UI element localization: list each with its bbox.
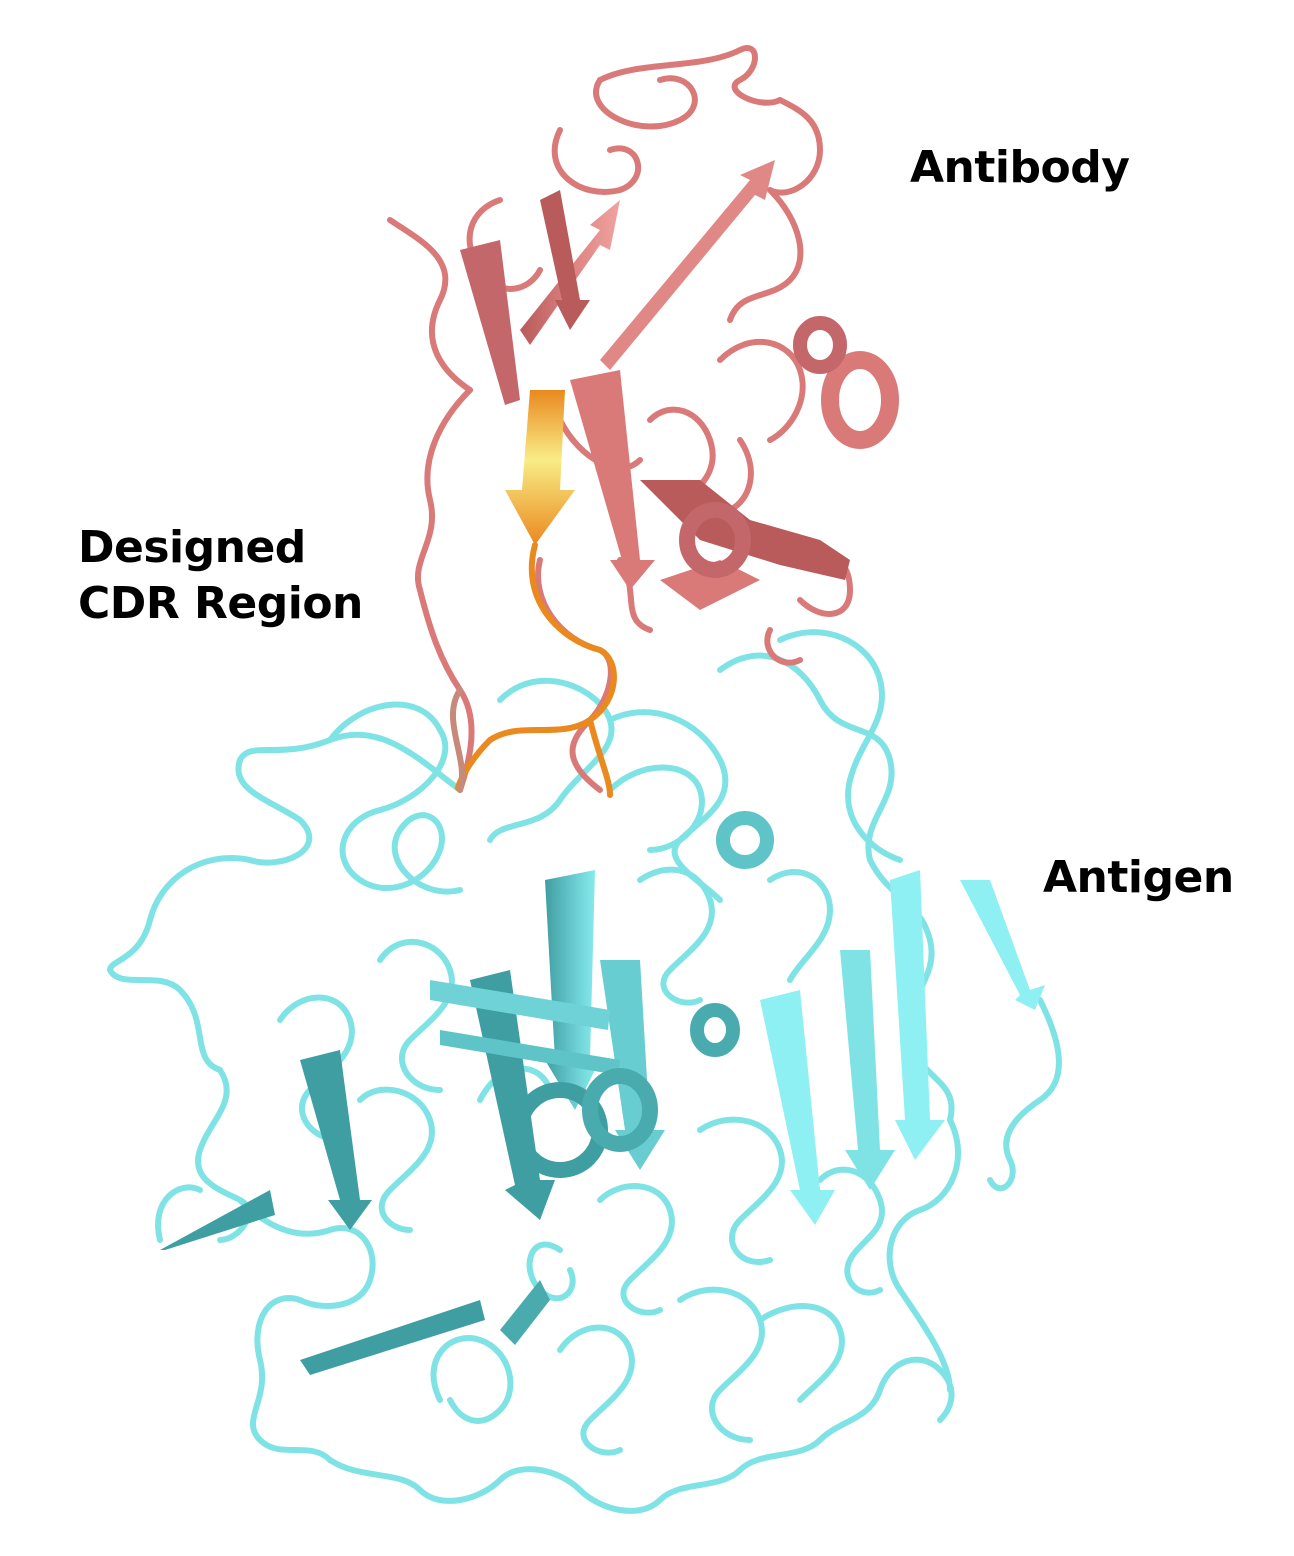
cdr-region-label: Designed CDR Region bbox=[78, 520, 363, 632]
antibody-label: Antibody bbox=[910, 142, 1130, 193]
antigen-helices bbox=[512, 811, 774, 1178]
antibody-helices bbox=[679, 316, 899, 578]
antibody-beta-strands bbox=[460, 160, 850, 610]
cdr-label-line1: Designed bbox=[78, 522, 306, 573]
cdr-label-line2: CDR Region bbox=[78, 578, 363, 629]
designed-cdr-region bbox=[449, 390, 617, 798]
antigen-label: Antigen bbox=[1043, 852, 1234, 903]
antigen-structure bbox=[107, 629, 1062, 1514]
